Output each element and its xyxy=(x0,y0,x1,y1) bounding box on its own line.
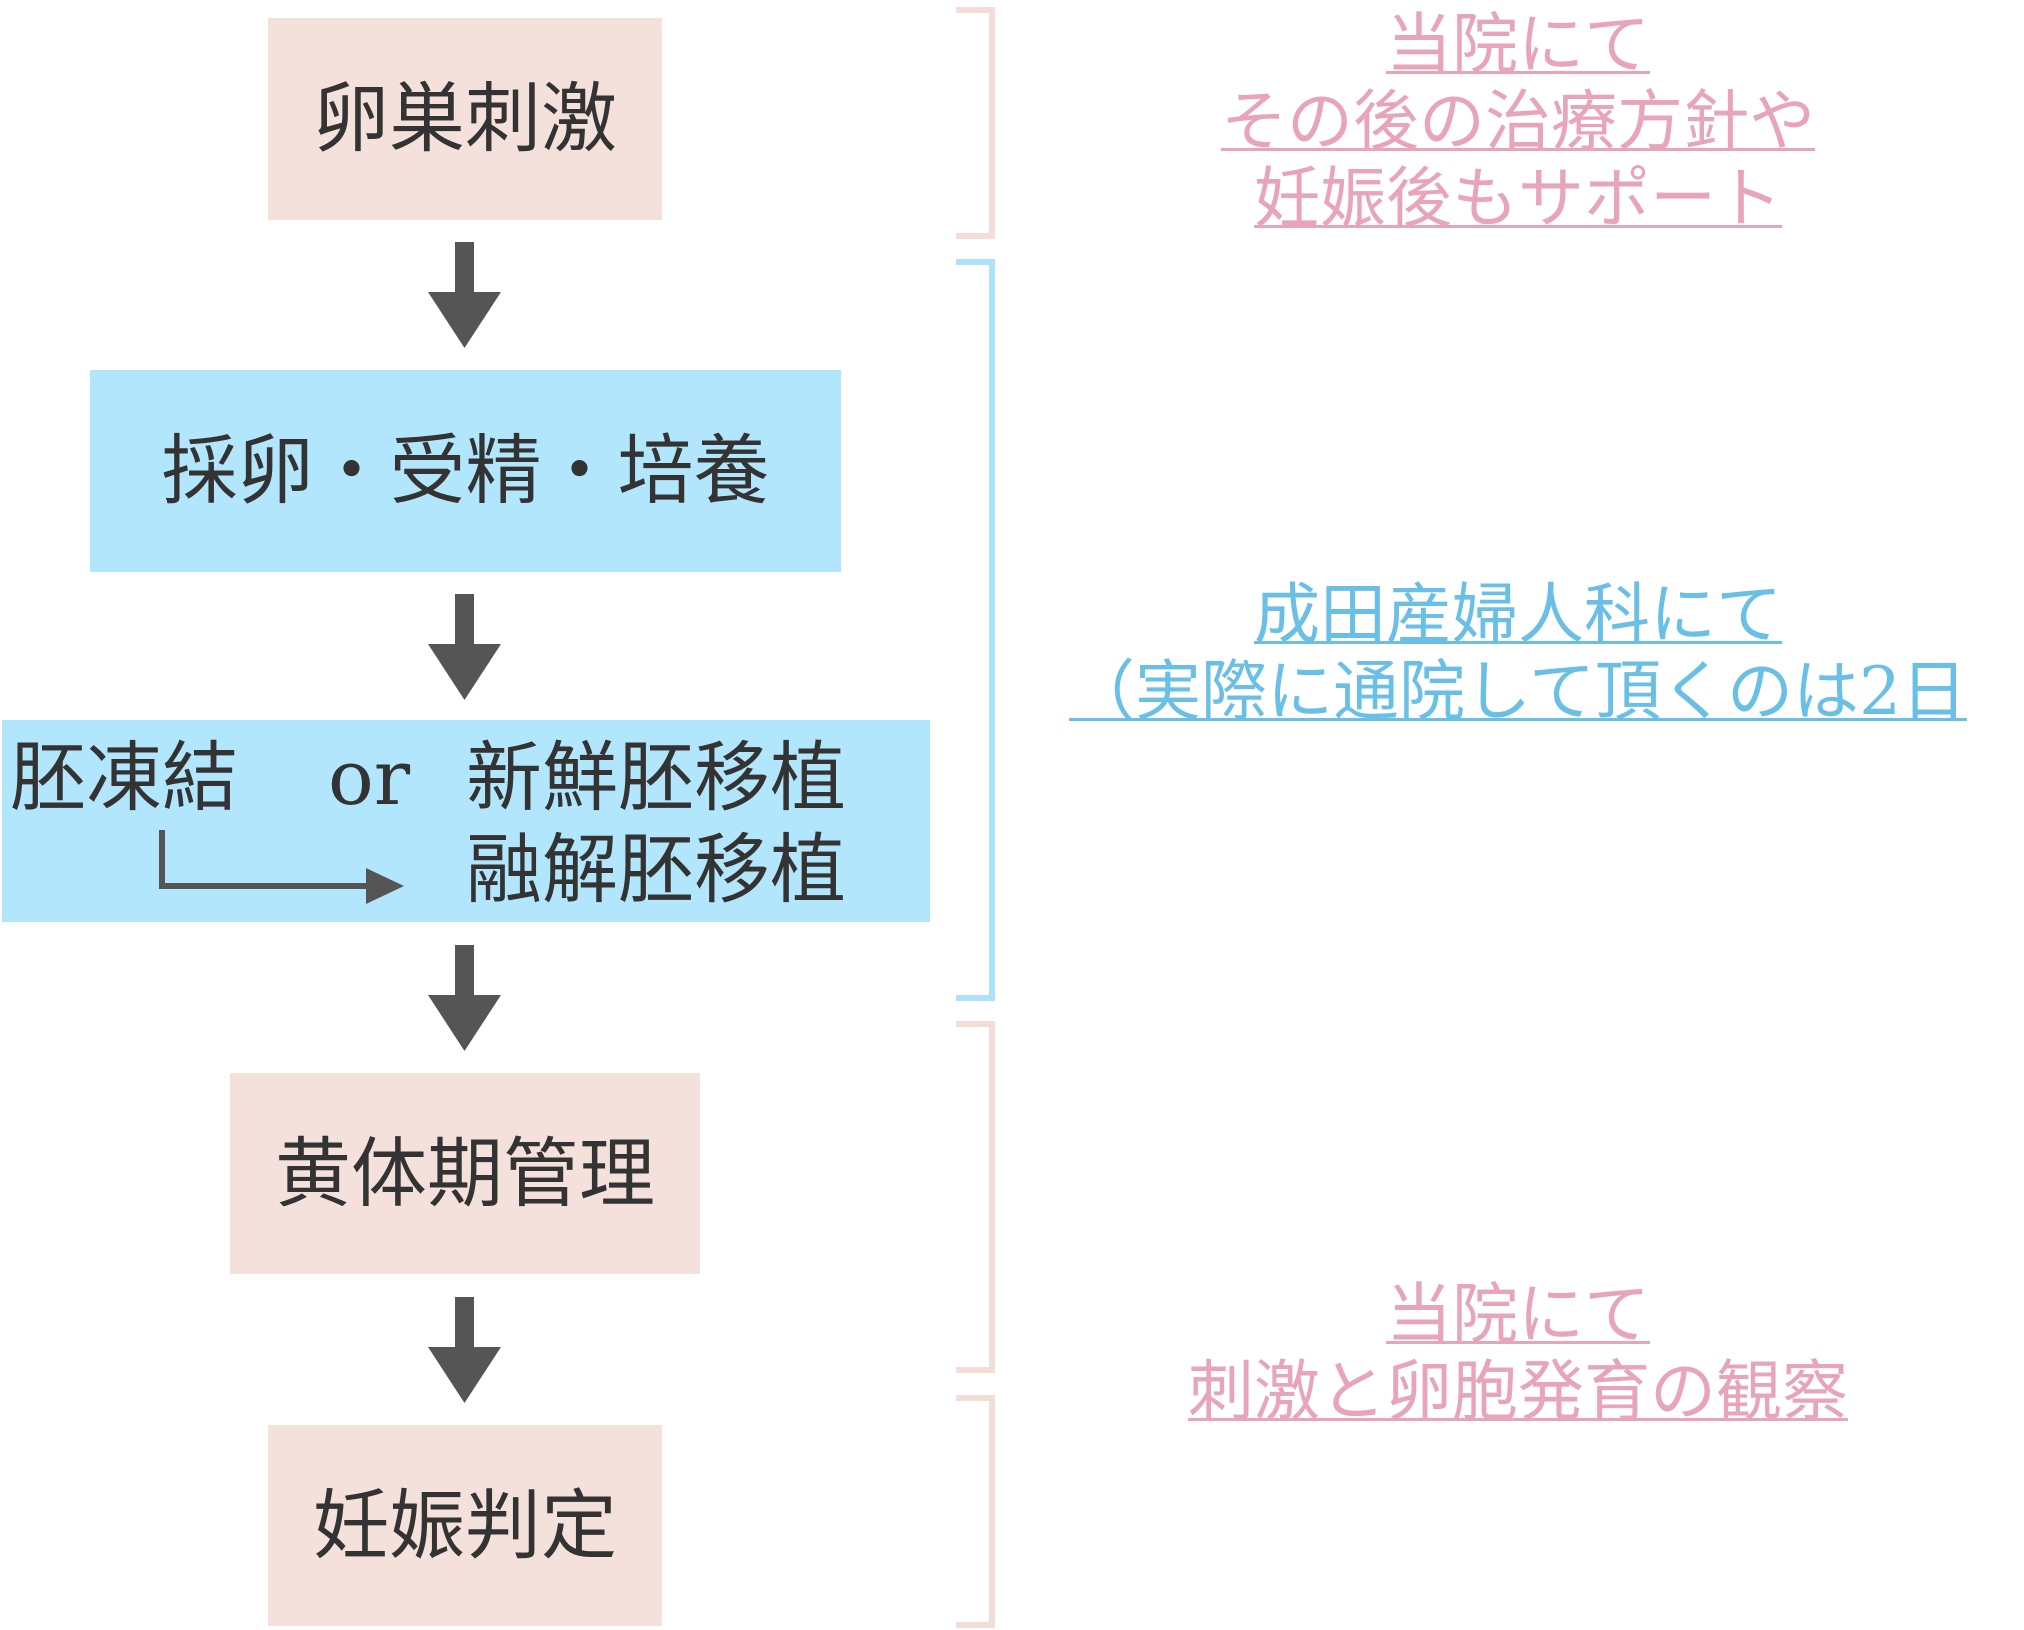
note-top-line-2: その後の治療方針や xyxy=(1221,83,1815,161)
down-arrow-icon xyxy=(428,594,501,700)
bracket-top-pink xyxy=(956,7,995,239)
step-ovarian-stimulation: 卵巣刺激 xyxy=(268,18,662,220)
down-arrow-icon xyxy=(428,242,501,348)
step-luteal-label: 黄体期管理 xyxy=(275,1128,655,1218)
note-bottom-line-1: 当院にて xyxy=(1386,1276,1650,1353)
note-top: 当院にて その後の治療方針や 妊娠後もサポート xyxy=(1018,6,2018,238)
bracket-middle-blue xyxy=(956,259,995,1001)
bracket-bottom-pink xyxy=(956,1395,995,1628)
note-middle-line-1: 成田産婦人科にて xyxy=(1254,576,1782,653)
embryo-freeze-label: 胚凍結 xyxy=(10,733,238,822)
down-arrow-icon xyxy=(428,1297,501,1403)
note-bottom-line-2: 刺激と卵胞発育の観察 xyxy=(1188,1353,1848,1431)
step-ovarian-stimulation-label: 卵巣刺激 xyxy=(313,74,617,163)
elbow-arrow-icon xyxy=(159,830,404,904)
step-pregnancy-test: 妊娠判定 xyxy=(268,1425,662,1626)
step-embryo-transfer: 胚凍結 or 新鮮胚移植 融解胚移植 xyxy=(2,720,930,922)
note-middle-line-2: （実際に通院して頂くのは2日 xyxy=(1068,653,1967,731)
step-retrieval-fertilization-culture: 採卵・受精・培養 xyxy=(90,370,841,572)
step-luteal-phase: 黄体期管理 xyxy=(230,1073,700,1274)
note-bottom: 当院にて 刺激と卵胞発育の観察 xyxy=(1018,1276,2018,1430)
note-top-line-1: 当院にて xyxy=(1386,6,1650,83)
or-label: or xyxy=(328,733,411,822)
thaw-transfer-label: 融解胚移植 xyxy=(466,825,846,914)
down-arrow-icon xyxy=(428,945,501,1051)
step-retrieval-label: 採卵・受精・培養 xyxy=(161,426,770,515)
step-pregnancy-test-label: 妊娠判定 xyxy=(313,1480,617,1570)
bracket-lower-pink xyxy=(956,1021,995,1373)
fresh-transfer-label: 新鮮胚移植 xyxy=(466,733,846,822)
note-top-line-3: 妊娠後もサポート xyxy=(1254,160,1782,238)
note-middle: 成田産婦人科にて （実際に通院して頂くのは2日 xyxy=(1018,576,2018,730)
